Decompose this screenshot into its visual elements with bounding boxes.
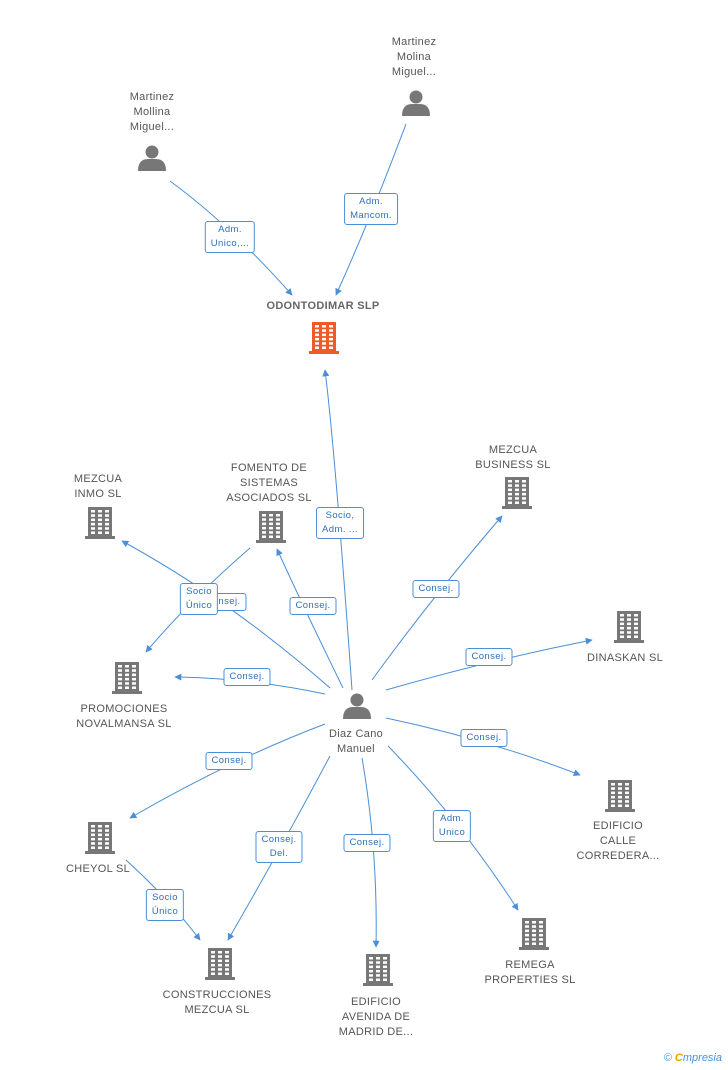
brand-name: mpresia: [682, 1052, 722, 1064]
company-building-icon[interactable]: [85, 507, 115, 539]
node-label-p1[interactable]: Martinez Mollina Miguel...: [129, 91, 175, 133]
node-label-construcciones[interactable]: CONSTRUCCIONES MEZCUA SL: [162, 989, 272, 1016]
node-label-edificio_avenida[interactable]: EDIFICIO AVENIDA DE MADRID DE...: [338, 996, 414, 1038]
brand-initial: C: [674, 1052, 683, 1064]
edge-label-diaz-to-main[interactable]: Socio, Adm. ...: [316, 507, 364, 539]
icons-layer: [85, 90, 644, 986]
edge-label-diaz-to-promociones[interactable]: Consej.: [223, 668, 271, 686]
node-label-dinaskan[interactable]: DINASKAN SL: [586, 652, 664, 664]
edge-label-diaz-to-fomento[interactable]: Consej.: [289, 597, 337, 615]
node-label-p2[interactable]: Martinez Molina Miguel...: [391, 36, 437, 78]
node-label-promociones[interactable]: PROMOCIONES NOVALMANSA SL: [76, 703, 172, 730]
edge-label-diaz-to-construcciones[interactable]: Consej. Del.: [255, 831, 303, 863]
person-icon[interactable]: [402, 90, 430, 117]
edge-label-cheyol-to-construcciones[interactable]: Socio Único: [145, 889, 185, 921]
person-icon[interactable]: [138, 145, 166, 172]
company-building-icon[interactable]: [614, 611, 644, 643]
company-building-icon[interactable]: [205, 948, 235, 980]
company-building-icon[interactable]: [502, 477, 532, 509]
company-building-icon[interactable]: [363, 954, 393, 986]
edge-label-p2-to-main[interactable]: Adm. Mancom.: [344, 193, 398, 225]
company-building-icon[interactable]: [85, 822, 115, 854]
node-label-cheyol[interactable]: CHEYOL SL: [65, 863, 131, 875]
edge-label-diaz-to-remega[interactable]: Adm. Unico: [432, 810, 472, 842]
footer-brand[interactable]: ©Cmpresia: [664, 1052, 722, 1064]
edge-label-diaz-to-edificio_calle[interactable]: Consej.: [460, 729, 508, 747]
edge-label-diaz-to-dinaskan[interactable]: Consej.: [465, 648, 513, 666]
edge-label-p1-to-main[interactable]: Adm. Unico,...: [204, 221, 256, 253]
node-label-mezcua_business[interactable]: MEZCUA BUSINESS SL: [475, 444, 551, 471]
edge-label-diaz-to-cheyol[interactable]: Consej.: [205, 752, 253, 770]
company-building-icon[interactable]: [112, 662, 142, 694]
edge-diaz-to-main: [322, 369, 353, 691]
node-label-mezcua_inmo[interactable]: MEZCUA INMO SL: [73, 473, 123, 500]
edge-diaz-to-fomento: [276, 548, 344, 689]
person-icon[interactable]: [343, 693, 371, 720]
edge-label-diaz-to-mezcua_business[interactable]: Consej.: [412, 580, 460, 598]
node-label-fomento[interactable]: FOMENTO DE SISTEMAS ASOCIADOS SL: [226, 462, 312, 504]
node-label-edificio_calle[interactable]: EDIFICIO CALLE CORREDERA...: [576, 820, 660, 862]
company-building-icon[interactable]: [256, 511, 286, 543]
edge-diaz-to-cheyol: [129, 723, 326, 819]
node-label-diaz[interactable]: Diaz Cano Manuel: [328, 728, 384, 755]
node-label-main[interactable]: ODONTODIMAR SLP: [266, 300, 380, 312]
node-label-remega[interactable]: REMEGA PROPERTIES SL: [484, 959, 576, 986]
edge-diaz-to-edificio_avenida: [361, 757, 380, 948]
company-building-icon[interactable]: [519, 918, 549, 950]
main-company-building-icon[interactable]: [309, 322, 339, 354]
copyright-symbol: ©: [663, 1052, 672, 1064]
edge-diaz-to-mezcua_business: [371, 515, 503, 681]
edge-label-diaz-to-edificio_avenida[interactable]: Consej.: [343, 834, 391, 852]
company-building-icon[interactable]: [605, 780, 635, 812]
edge-label-fomento-to-promociones[interactable]: Socio Único: [179, 583, 219, 615]
